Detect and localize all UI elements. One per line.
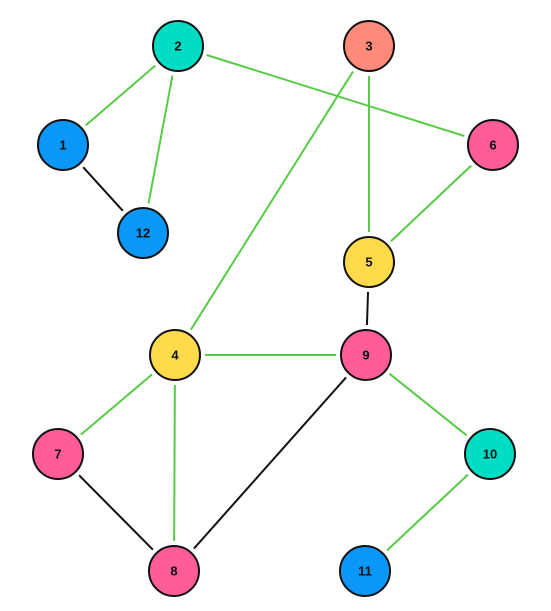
node-3: 3 — [343, 20, 395, 72]
node-circle-7 — [32, 428, 84, 480]
node-circle-4 — [149, 329, 201, 381]
edge-9-10 — [388, 372, 468, 437]
edge-2-1 — [85, 64, 156, 127]
node-12: 12 — [117, 207, 169, 259]
edge-10-11 — [386, 473, 469, 552]
edge-3-4 — [190, 70, 354, 331]
node-label-4: 4 — [171, 348, 179, 363]
node-circle-1 — [37, 119, 89, 171]
node-8: 8 — [148, 545, 200, 597]
node-circle-5 — [343, 236, 395, 288]
node-circle-12 — [117, 207, 169, 259]
node-label-12: 12 — [136, 226, 150, 241]
node-6: 6 — [467, 119, 519, 171]
edge-5-9 — [365, 291, 370, 326]
node-7: 7 — [32, 428, 84, 480]
edge-9-8 — [193, 376, 347, 550]
node-label-10: 10 — [483, 447, 497, 462]
node-11: 11 — [339, 545, 391, 597]
node-circle-6 — [467, 119, 519, 171]
node-4: 4 — [149, 329, 201, 381]
edge-4-8 — [173, 384, 176, 542]
node-label-9: 9 — [362, 348, 369, 363]
node-label-6: 6 — [489, 138, 496, 153]
node-10: 10 — [464, 428, 516, 480]
node-circle-9 — [340, 329, 392, 381]
node-9: 9 — [340, 329, 392, 381]
edge-7-8 — [78, 474, 154, 551]
node-circle-2 — [152, 20, 204, 72]
node-label-3: 3 — [365, 39, 372, 54]
node-1: 1 — [37, 119, 89, 171]
edge-4-7 — [80, 373, 153, 436]
edge-2-6 — [206, 54, 465, 137]
node-circle-10 — [464, 428, 516, 480]
node-label-8: 8 — [170, 564, 177, 579]
node-circle-3 — [343, 20, 395, 72]
edges-layer — [78, 54, 472, 552]
node-5: 5 — [343, 236, 395, 288]
node-2: 2 — [152, 20, 204, 72]
edge-6-5 — [390, 164, 472, 243]
node-circle-8 — [148, 545, 200, 597]
edge-2-12 — [147, 75, 174, 204]
edge-1-12 — [82, 166, 124, 212]
node-label-5: 5 — [365, 255, 372, 270]
node-label-1: 1 — [59, 138, 66, 153]
node-label-2: 2 — [174, 39, 181, 54]
node-circle-11 — [339, 545, 391, 597]
node-label-7: 7 — [54, 447, 61, 462]
node-label-11: 11 — [358, 564, 372, 579]
